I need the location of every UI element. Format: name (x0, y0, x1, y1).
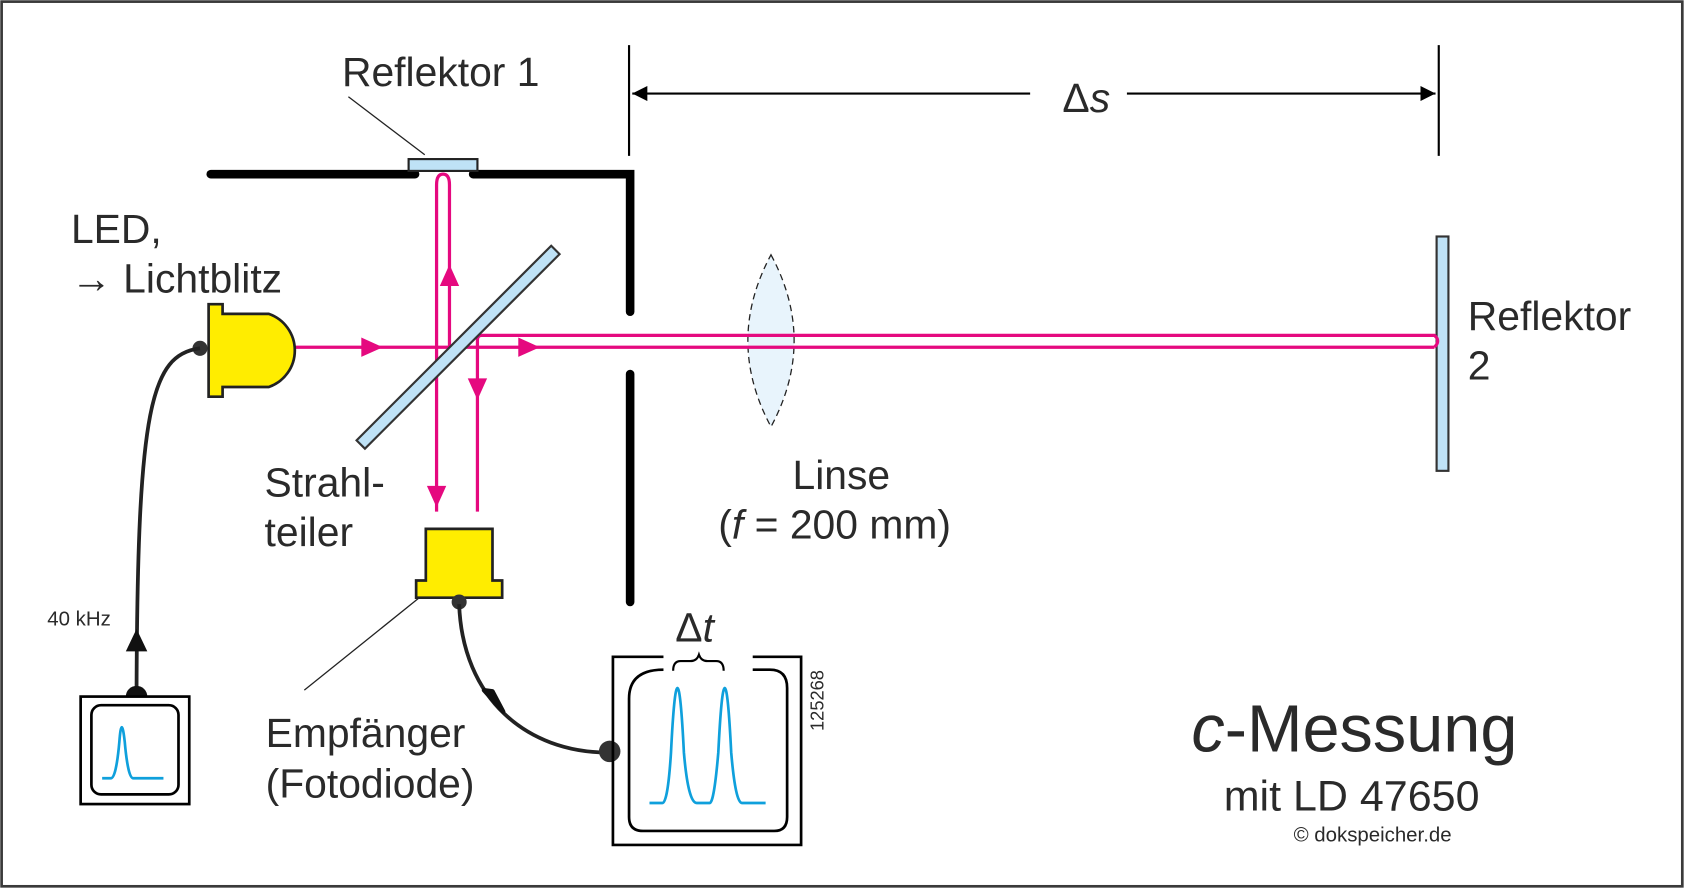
beam-arrow-down-1 (467, 378, 488, 400)
beam-arrow-up (439, 264, 460, 286)
figure-code: 125268 (807, 670, 828, 731)
reflektor-2-mirror (1435, 235, 1450, 472)
led-label-line1: LED, (71, 206, 162, 252)
generator-cable-arrow (125, 628, 148, 652)
beam-return-from-reflektor-2 (475, 333, 1440, 512)
generator-cable (134, 346, 201, 688)
double-pulse-trace (649, 686, 766, 805)
frequency-label: 40 kHz (47, 609, 111, 631)
empfaenger-leader (303, 597, 420, 691)
strahlteiler-label-line2: teiler (265, 509, 354, 555)
reflektor-1-leader (348, 96, 426, 156)
led-label-line2: → Lichtblitz (71, 255, 282, 301)
single-pulse-trace (102, 725, 164, 780)
beam-arrow-down-2 (426, 485, 447, 508)
reflektor-1-label: Reflektor 1 (342, 49, 540, 95)
delta-s-dimension: Δs (627, 45, 1440, 156)
beam-arrow-right-1 (361, 337, 383, 357)
empfaenger-label-line2: (Fotodiode) (266, 761, 475, 807)
empfaenger-connector (451, 594, 467, 610)
title: c-Messung (1191, 692, 1517, 766)
empfaenger-body (414, 527, 504, 600)
oscilloscope: Δt 125268 (598, 605, 828, 847)
lens (747, 253, 795, 429)
beam-arrows (361, 264, 540, 508)
reflektor-2-label-line1: Reflektor (1468, 293, 1631, 339)
oscilloscope-cable-arrow (481, 687, 506, 714)
oscilloscope-connector (598, 740, 621, 763)
oscilloscope-cable (457, 604, 608, 755)
led-body (207, 302, 297, 399)
pulse-generator (79, 685, 191, 806)
subtitle: mit LD 47650 (1224, 773, 1480, 821)
housing (206, 169, 635, 607)
delta-t-brace (672, 651, 725, 671)
linse-label-line2: (f = 200 mm) (718, 502, 951, 548)
strahlteiler-label-line1: Strahl- (265, 460, 385, 506)
housing-top-right-wall (468, 169, 635, 317)
empfaenger-label-line1: Empfänger (266, 710, 466, 756)
linse-label-line1: Linse (792, 452, 890, 498)
reflektor-2-label-line2: 2 (1468, 342, 1491, 388)
strahlteiler (355, 244, 562, 451)
copyright: © dokspeicher.de (1294, 825, 1452, 847)
reflektor-1-mirror (407, 158, 479, 172)
beam-arrow-right-2 (518, 337, 540, 357)
delta-t-label: Δt (675, 605, 715, 651)
beam-reflektor-1-loop (434, 172, 452, 512)
delta-s-label: Δs (1062, 75, 1110, 121)
